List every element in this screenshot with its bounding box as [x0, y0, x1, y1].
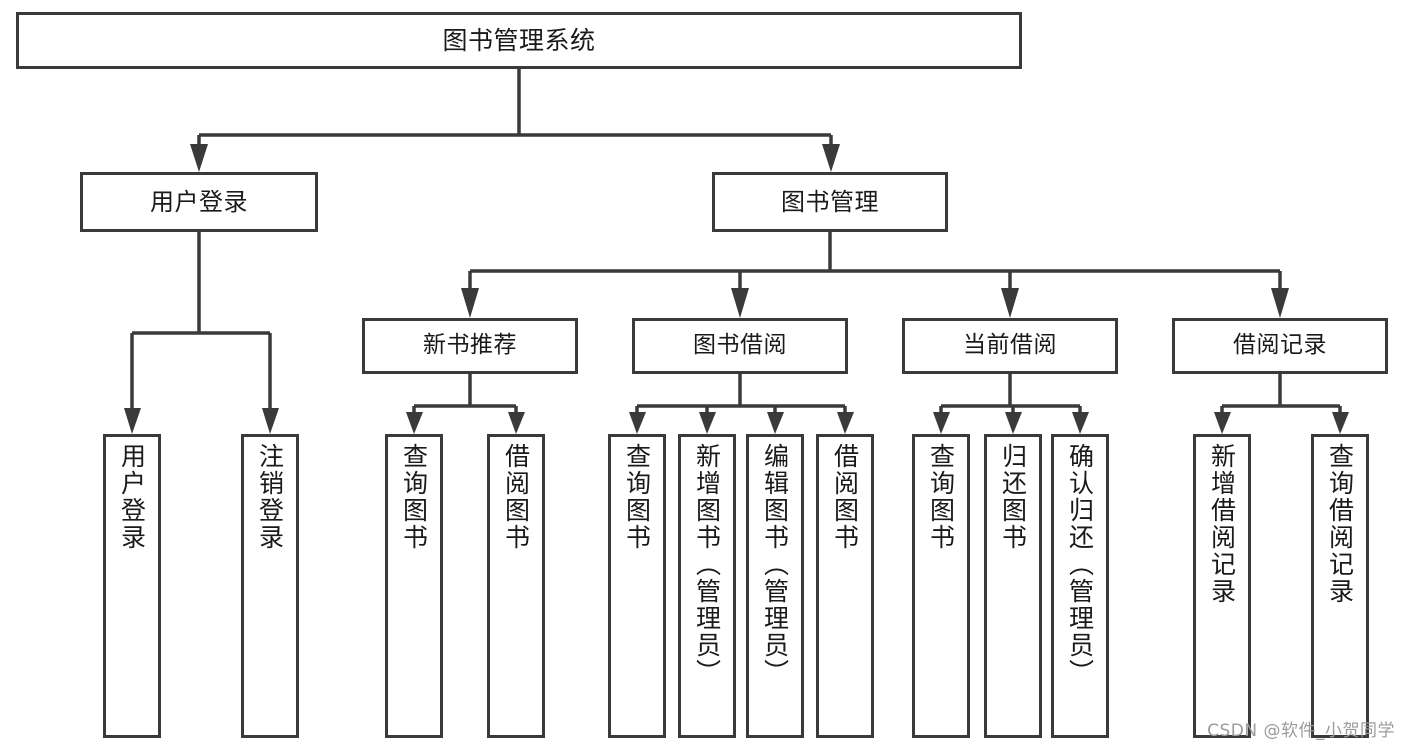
node-leaf-query-record-label: 查询借阅记录: [1325, 443, 1355, 605]
node-user-login[interactable]: 用户登录: [80, 172, 318, 232]
node-leaf-query-book-1-label: 查询图书: [399, 443, 429, 551]
node-leaf-query-book-2[interactable]: 查询图书: [608, 434, 666, 738]
node-leaf-edit-book[interactable]: 编辑图书（管理员）: [746, 434, 804, 738]
node-leaf-query-book-3[interactable]: 查询图书: [912, 434, 970, 738]
node-leaf-confirm-return-label: 确认归还（管理员）: [1065, 443, 1095, 686]
node-leaf-edit-book-label: 编辑图书（管理员）: [760, 443, 790, 686]
node-leaf-user-logout[interactable]: 注销登录: [241, 434, 299, 738]
node-root-label: 图书管理系统: [442, 25, 596, 55]
node-leaf-user-logout-label: 注销登录: [255, 443, 285, 551]
node-leaf-query-record[interactable]: 查询借阅记录: [1311, 434, 1369, 738]
node-leaf-borrow-book-2[interactable]: 借阅图书: [816, 434, 874, 738]
node-book-manage-label: 图书管理: [781, 187, 879, 216]
node-book-manage[interactable]: 图书管理: [712, 172, 948, 232]
node-current-borrow[interactable]: 当前借阅: [902, 318, 1118, 374]
node-leaf-query-book-1[interactable]: 查询图书: [385, 434, 443, 738]
node-leaf-borrow-book-1[interactable]: 借阅图书: [487, 434, 545, 738]
node-leaf-query-book-2-label: 查询图书: [622, 443, 652, 551]
node-leaf-confirm-return[interactable]: 确认归还（管理员）: [1051, 434, 1109, 738]
node-leaf-add-book[interactable]: 新增图书（管理员）: [678, 434, 736, 738]
node-borrow-record-label: 借阅记录: [1233, 332, 1327, 359]
node-new-book-rec-label: 新书推荐: [423, 332, 517, 359]
node-book-borrow[interactable]: 图书借阅: [632, 318, 848, 374]
node-user-login-label: 用户登录: [150, 187, 248, 216]
node-current-borrow-label: 当前借阅: [963, 332, 1057, 359]
node-leaf-add-book-label: 新增图书（管理员）: [692, 443, 722, 686]
node-new-book-rec[interactable]: 新书推荐: [362, 318, 578, 374]
node-leaf-borrow-book-2-label: 借阅图书: [830, 443, 860, 551]
node-leaf-user-login-label: 用户登录: [117, 443, 147, 551]
node-leaf-add-record[interactable]: 新增借阅记录: [1193, 434, 1251, 738]
watermark: CSDN @软件_小贺同学: [1207, 721, 1395, 741]
node-root[interactable]: 图书管理系统: [16, 12, 1022, 69]
node-leaf-borrow-book-1-label: 借阅图书: [501, 443, 531, 551]
node-leaf-return-book-label: 归还图书: [998, 443, 1028, 551]
node-leaf-return-book[interactable]: 归还图书: [984, 434, 1042, 738]
node-leaf-add-record-label: 新增借阅记录: [1207, 443, 1237, 605]
node-borrow-record[interactable]: 借阅记录: [1172, 318, 1388, 374]
node-leaf-user-login[interactable]: 用户登录: [103, 434, 161, 738]
node-leaf-query-book-3-label: 查询图书: [926, 443, 956, 551]
node-book-borrow-label: 图书借阅: [693, 332, 787, 359]
